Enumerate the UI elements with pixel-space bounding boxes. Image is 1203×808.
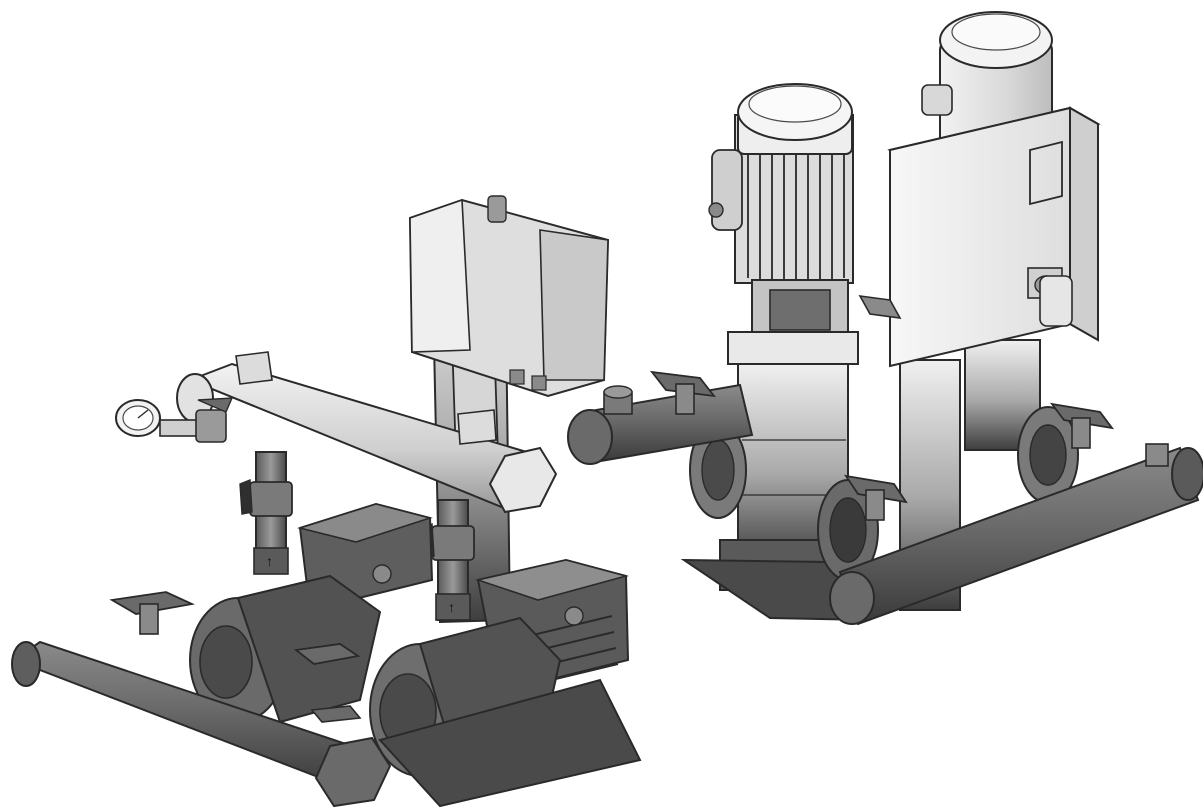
- butterfly-valve-handle-icon: [293, 643, 361, 665]
- base-plate: [378, 678, 642, 808]
- delivery-manifold: [176, 351, 558, 514]
- suction-pipe-rear: [567, 383, 754, 465]
- control-cabinet: [887, 106, 1101, 368]
- cabinet-window: [1029, 140, 1063, 206]
- front-motor: [708, 83, 854, 335]
- butterfly-valve-handle-icon: [649, 370, 717, 415]
- butterfly-valve-handle-icon: [310, 705, 362, 723]
- rear-horizontal-pump: [189, 502, 434, 724]
- terminal-box: [711, 149, 743, 231]
- butterfly-valve-handle-icon: [844, 474, 908, 521]
- butterfly-valve-handle-icon: [858, 294, 902, 320]
- control-box: [408, 195, 610, 398]
- rear-flange: [1017, 406, 1079, 504]
- vertical-booster-set: [567, 11, 1203, 626]
- horizontal-booster-set: ↑ ↑: [11, 195, 642, 808]
- butterfly-valve-handle-icon: [109, 591, 195, 635]
- front-horizontal-pump: [369, 558, 642, 808]
- pressure-gauge-icon: [115, 397, 234, 443]
- flow-arrow-icon: ↑: [448, 599, 455, 615]
- discharge-flange: [817, 479, 879, 581]
- ball-valve-handle-icon: [239, 478, 253, 515]
- rear-motor: [921, 11, 1053, 161]
- flow-arrow-icon: ↑: [266, 553, 273, 569]
- suction-flange: [689, 421, 747, 519]
- suction-pipe-front: [829, 443, 1203, 626]
- riser-left: ↑: [239, 451, 293, 575]
- suction-manifold: [11, 640, 392, 808]
- butterfly-valve-handle-icon: [1049, 402, 1115, 449]
- main-switch-icon: [1027, 267, 1073, 327]
- riser-right: ↑: [421, 499, 475, 621]
